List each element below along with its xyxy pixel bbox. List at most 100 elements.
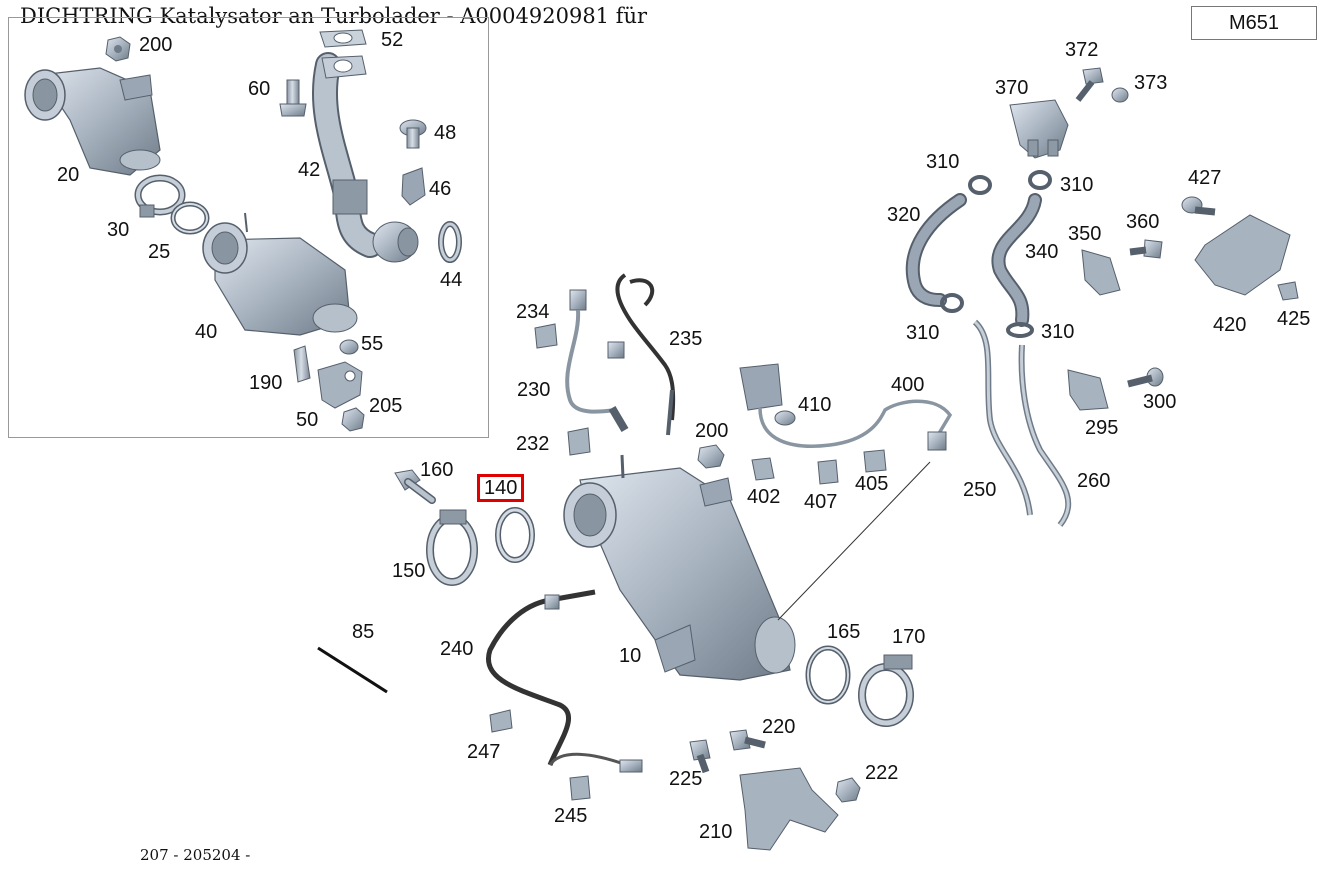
part-label-44[interactable]: 44 [440,269,463,291]
part-label-210[interactable]: 210 [699,821,733,843]
part-label-405[interactable]: 405 [855,473,889,495]
part-label-232[interactable]: 232 [516,433,550,455]
part-label-140-highlighted[interactable]: 140 [477,474,525,502]
part-label-250[interactable]: 250 [963,479,997,501]
inset-catalyst-small [24,67,161,176]
inset-clamp-44 [438,221,462,263]
part-label-300[interactable]: 300 [1143,391,1177,413]
part-label-46[interactable]: 46 [429,178,452,200]
part-label-10[interactable]: 10 [619,645,642,667]
clip-234 [534,323,558,349]
part-label-50[interactable]: 50 [296,409,319,431]
inset-catalyst-40 [202,212,358,336]
clip-232 [567,427,591,456]
part-label-245[interactable]: 245 [554,805,588,827]
part-label-20[interactable]: 20 [57,164,80,186]
sensor-cable-240 [485,589,643,773]
part-label-42[interactable]: 42 [298,159,321,181]
part-label-170[interactable]: 170 [892,626,926,648]
bolt-225 [689,739,711,774]
part-label-407[interactable]: 407 [804,491,838,513]
part-label-200-main[interactable]: 200 [695,420,729,442]
part-label-235[interactable]: 235 [669,328,703,350]
clamp-310-d [1006,322,1034,338]
nut-222 [835,777,861,803]
part-label-260[interactable]: 260 [1077,470,1111,492]
part-label-410[interactable]: 410 [798,394,832,416]
bracket-350 [1081,249,1121,296]
part-label-222[interactable]: 222 [865,762,899,784]
inset-nut-205 [341,407,365,432]
inset-bolt-60 [279,79,307,117]
part-label-150[interactable]: 150 [392,560,426,582]
part-label-360[interactable]: 360 [1126,211,1160,233]
bolt-160 [394,469,436,504]
part-label-427[interactable]: 427 [1188,167,1222,189]
clip-405 [863,449,887,473]
inset-ring-25 [170,201,210,235]
part-label-230[interactable]: 230 [517,379,551,401]
part-label-200[interactable]: 200 [139,34,173,56]
bolt-372 [1075,67,1104,102]
clamp-170 [858,654,914,727]
part-label-85[interactable]: 85 [352,621,375,643]
part-label-402[interactable]: 402 [747,486,781,508]
main-catalyst-10 [563,454,796,681]
part-label-310-a[interactable]: 310 [926,151,960,173]
bolt-360 [1129,239,1163,259]
bracket-420 [1194,214,1291,296]
valve-370 [1009,99,1069,159]
part-label-25[interactable]: 25 [148,241,171,263]
clamp-150 [426,509,478,586]
part-label-310-c[interactable]: 310 [906,322,940,344]
part-label-48[interactable]: 48 [434,122,457,144]
part-label-234[interactable]: 234 [516,301,550,323]
part-label-60[interactable]: 60 [248,78,271,100]
nut-200 [697,444,725,469]
part-label-190[interactable]: 190 [249,372,283,394]
inset-bolt-190 [293,345,311,383]
part-label-310-d[interactable]: 310 [1041,321,1075,343]
part-label-372[interactable]: 372 [1065,39,1099,61]
sensor-235 [607,273,676,436]
part-label-340[interactable]: 340 [1025,241,1059,263]
clip-425 [1277,281,1299,301]
engine-code-box: M651 [1191,6,1317,40]
part-label-165[interactable]: 165 [827,621,861,643]
sensor-cable-400 [758,399,953,451]
part-label-420[interactable]: 420 [1213,314,1247,336]
bolt-427 [1181,196,1216,216]
inset-pipe-42 [312,52,419,263]
part-label-425[interactable]: 425 [1277,308,1311,330]
clip-245 [569,775,591,801]
inset-nut-200 [105,36,131,62]
part-label-310-b[interactable]: 310 [1060,174,1094,196]
part-label-205[interactable]: 205 [369,395,403,417]
part-label-240[interactable]: 240 [440,638,474,660]
page-title: DICHTRING Katalysator an Turbolader - A0… [20,4,648,28]
part-label-370[interactable]: 370 [995,77,1029,99]
bracket-210 [739,767,839,851]
part-label-55[interactable]: 55 [361,333,384,355]
ring-165 [805,645,851,705]
bolt-300 [1127,367,1164,388]
inset-nut-55 [339,339,359,355]
gasket-ring-140 [495,507,535,563]
part-label-247[interactable]: 247 [467,741,501,763]
part-label-350[interactable]: 350 [1068,223,1102,245]
part-label-225[interactable]: 225 [669,768,703,790]
clip-247 [489,709,513,733]
part-label-320[interactable]: 320 [887,204,921,226]
part-label-40[interactable]: 40 [195,321,218,343]
part-label-220[interactable]: 220 [762,716,796,738]
part-label-373[interactable]: 373 [1134,72,1168,94]
part-label-295[interactable]: 295 [1085,417,1119,439]
inset-clamp-30 [134,174,186,218]
part-label-160[interactable]: 160 [420,459,454,481]
module-410 [739,363,796,426]
part-label-400[interactable]: 400 [891,374,925,396]
part-label-52[interactable]: 52 [381,29,404,51]
part-label-30[interactable]: 30 [107,219,130,241]
